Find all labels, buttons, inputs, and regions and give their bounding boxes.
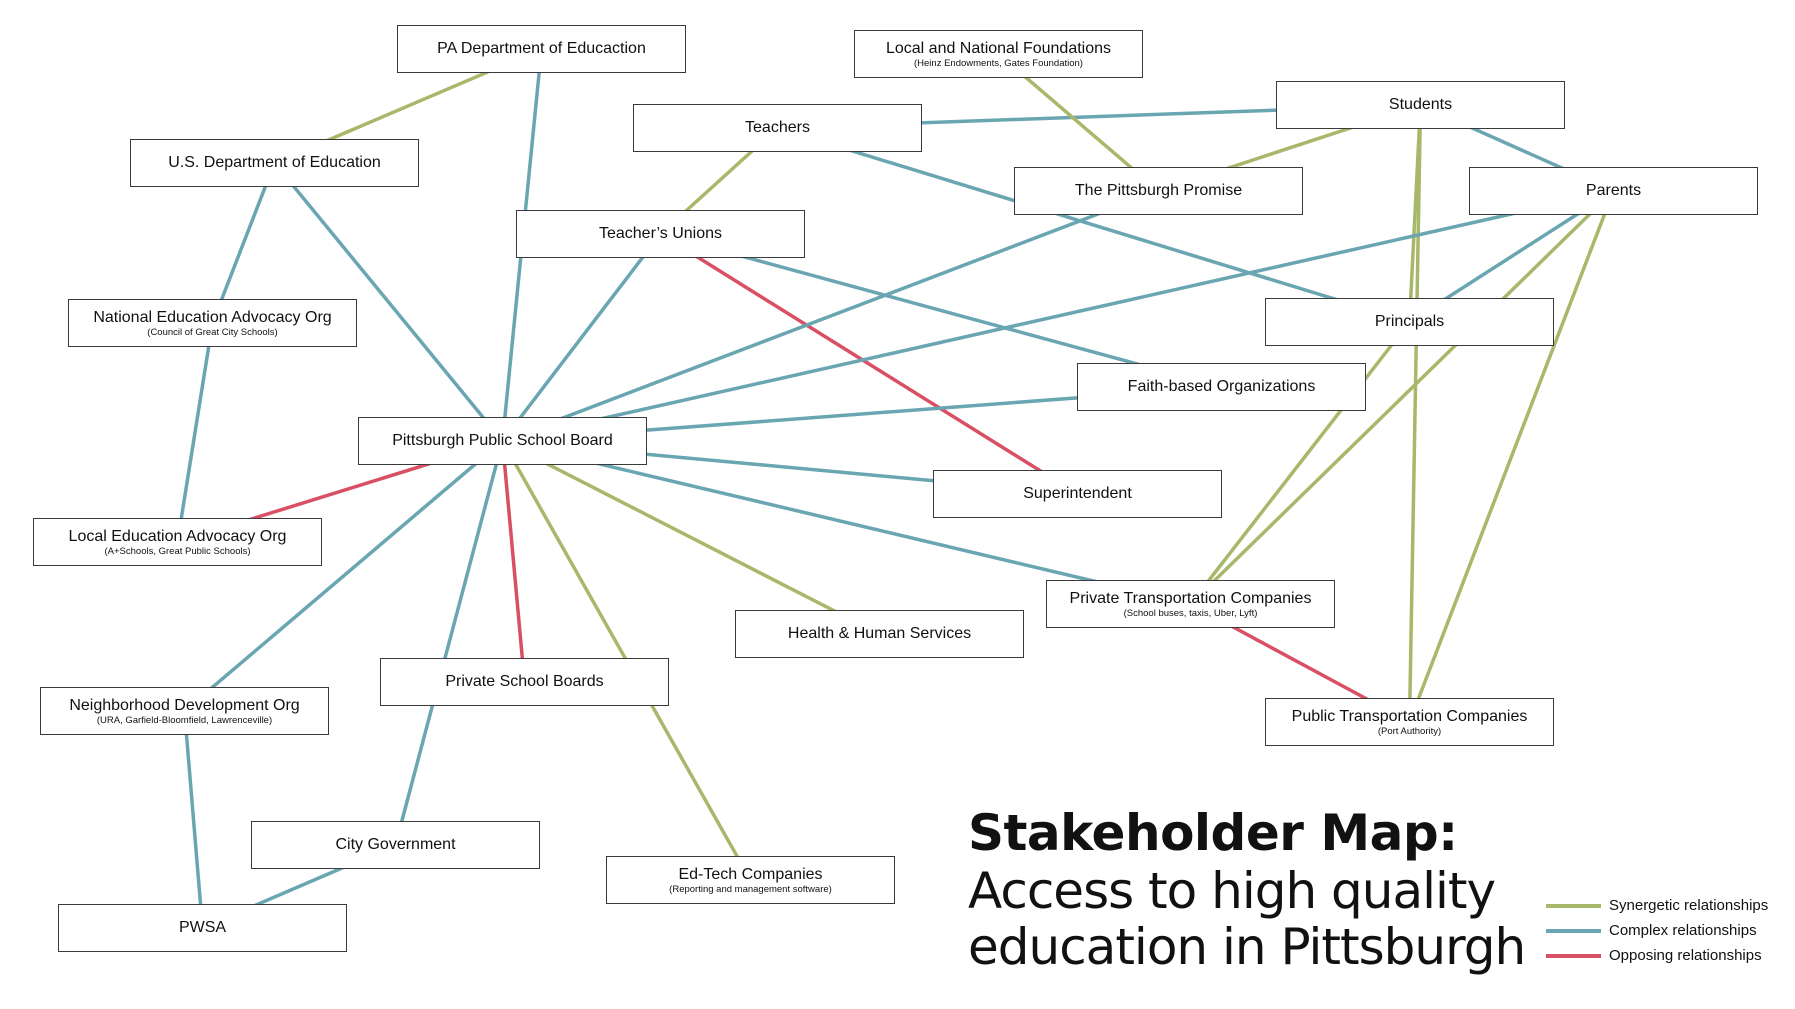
node-label: PA Department of Educaction <box>437 40 646 57</box>
node-parents: Parents <box>1469 167 1758 215</box>
node-edtech-companies: Ed-Tech Companies (Reporting and managem… <box>606 856 895 904</box>
legend-swatch <box>1546 953 1601 958</box>
node-sublabel: (A+Schools, Great Public Schools) <box>104 545 251 557</box>
node-pps-board: Pittsburgh Public School Board <box>358 417 647 465</box>
node-pwsa: PWSA <box>58 904 347 952</box>
legend-label: Complex relationships <box>1609 922 1757 939</box>
node-label: PWSA <box>178 919 227 936</box>
edge-complex-pgh_promise-pps_board <box>501 189 1160 443</box>
node-sublabel: (Reporting and management software) <box>669 883 832 895</box>
node-label: Teacher’s Unions <box>598 225 723 242</box>
node-label: Ed-Tech Companies <box>678 865 823 883</box>
node-label: Principals <box>1374 313 1445 330</box>
node-label: Private School Boards <box>445 673 604 690</box>
title-block: Stakeholder Map: Access to high quality … <box>968 803 1526 976</box>
edge-complex-pps_board-neighborhood <box>183 439 504 713</box>
edge-complex-us_dept-national_adv <box>210 162 277 324</box>
title-line-1: Access to high quality <box>968 862 1496 920</box>
node-private-transportation: Private Transportation Companies (School… <box>1046 580 1335 628</box>
node-pa-department: PA Department of Educaction <box>397 25 686 73</box>
node-sublabel: (Port Authority) <box>1377 725 1442 737</box>
node-private-school-boards: Private School Boards <box>380 658 669 706</box>
edge-synergetic-pps_board-health <box>501 439 881 636</box>
edge-complex-pps_board-private_transport <box>502 439 1191 606</box>
node-label: Local and National Foundations <box>885 39 1112 57</box>
node-label: U.S. Department of Education <box>168 154 381 171</box>
node-label: Parents <box>1585 182 1642 199</box>
node-label: Neighborhood Development Org <box>69 696 300 714</box>
edge-synergetic-students-public_transport <box>1407 104 1423 723</box>
node-sublabel: (Council of Great City Schools) <box>147 326 278 338</box>
edge-complex-teachers-principals <box>776 126 1411 324</box>
edge-synergetic-principals-private_transport <box>1189 320 1411 606</box>
node-label: City Government <box>335 836 456 853</box>
node-label: Local Education Advocacy Org <box>68 527 287 545</box>
node-pittsburgh-promise: The Pittsburgh Promise <box>1014 167 1303 215</box>
node-foundations: Local and National Foundations (Heinz En… <box>854 30 1143 78</box>
node-public-transportation: Public Transportation Companies (Port Au… <box>1265 698 1554 746</box>
edge-complex-neighborhood-pwsa <box>182 710 205 929</box>
node-label: Private Transportation Companies <box>1069 589 1312 607</box>
node-label: Superintendent <box>1023 485 1132 502</box>
legend-item-opposing: Opposing relationships <box>1546 943 1768 968</box>
legend-label: Opposing relationships <box>1609 947 1762 964</box>
edge-opposing-pps_board-private_boards <box>500 440 527 683</box>
node-national-advocacy: National Education Advocacy Org (Council… <box>68 299 357 347</box>
edge-complex-national_adv-local_adv <box>175 322 215 543</box>
legend: Synergetic relationships Complex relatio… <box>1546 893 1768 968</box>
node-superintendent: Superintendent <box>933 470 1222 518</box>
node-local-advocacy: Local Education Advocacy Org (A+Schools,… <box>33 518 322 566</box>
node-teachers: Teachers <box>633 104 922 152</box>
node-label: Pittsburgh Public School Board <box>392 432 613 449</box>
node-students: Students <box>1276 81 1565 129</box>
node-health-human-services: Health & Human Services <box>735 610 1024 658</box>
node-sublabel: (Heinz Endowments, Gates Foundation) <box>914 57 1083 69</box>
node-faith-based-orgs: Faith-based Organizations <box>1077 363 1366 411</box>
node-us-department: U.S. Department of Education <box>130 139 419 187</box>
edge-synergetic-parents-private_transport <box>1189 189 1615 606</box>
edge-complex-pps_board-city_gov <box>393 440 505 846</box>
edge-opposing-unions-superintendent <box>659 232 1079 496</box>
node-label: The Pittsburgh Promise <box>1074 182 1243 199</box>
legend-label: Synergetic relationships <box>1609 897 1769 914</box>
legend-swatch <box>1546 928 1601 933</box>
edge-synergetic-parents-public_transport <box>1407 190 1616 723</box>
legend-item-complex: Complex relationships <box>1546 918 1768 943</box>
node-sublabel: (School buses, taxis, Uber, Lyft) <box>1123 607 1258 619</box>
node-label: Faith-based Organizations <box>1127 378 1316 395</box>
title-heading: Stakeholder Map: <box>968 804 1458 862</box>
node-teachers-unions: Teacher’s Unions <box>516 210 805 258</box>
title-line-2: education in Pittsburgh <box>968 918 1526 976</box>
node-label: Health & Human Services <box>787 625 972 642</box>
node-label: Public Transportation Companies <box>1291 707 1528 725</box>
node-label: National Education Advocacy Org <box>93 308 332 326</box>
node-label: Students <box>1388 96 1453 113</box>
node-neighborhood-development: Neighborhood Development Org (URA, Garfi… <box>40 687 329 735</box>
node-city-government: City Government <box>251 821 540 869</box>
node-principals: Principals <box>1265 298 1554 346</box>
edge-complex-unions-faith <box>660 232 1222 389</box>
edge-complex-unions-pps_board <box>501 232 662 443</box>
edge-complex-parents-pps_board <box>502 189 1614 443</box>
legend-swatch <box>1546 903 1601 908</box>
node-sublabel: (URA, Garfield-Bloomfield, Lawrenceville… <box>96 714 273 726</box>
legend-item-synergetic: Synergetic relationships <box>1546 893 1768 918</box>
node-label: Teachers <box>745 119 810 136</box>
edge-complex-us_dept-pps_board <box>273 161 504 443</box>
